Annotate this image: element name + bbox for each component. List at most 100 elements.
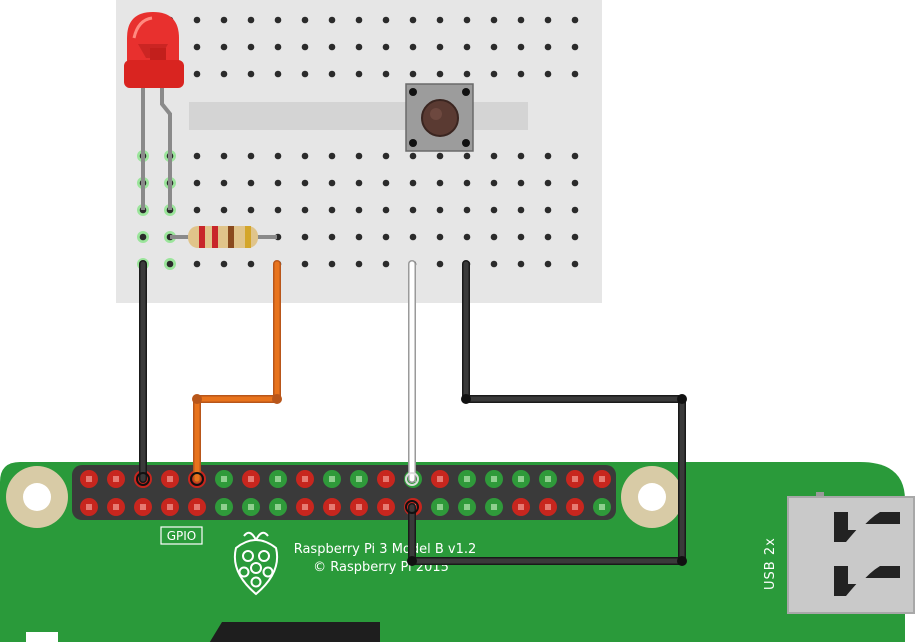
header-pin xyxy=(464,476,470,482)
header-pin xyxy=(275,476,281,482)
breadboard-hole xyxy=(490,43,498,51)
breadboard-hole xyxy=(328,43,336,51)
breadboard-hole xyxy=(247,152,255,160)
breadboard-hole xyxy=(301,16,309,24)
breadboard-hole xyxy=(517,179,525,187)
header-pin xyxy=(248,476,254,482)
header-pin xyxy=(194,504,200,510)
breadboard-hole xyxy=(355,70,363,78)
breadboard-hole xyxy=(436,206,444,214)
breadboard-hole xyxy=(301,70,309,78)
breadboard-hole xyxy=(274,43,282,51)
breadboard-hole xyxy=(328,16,336,24)
breadboard-hole xyxy=(193,43,201,51)
breadboard-hole xyxy=(409,152,417,160)
board-model-label: Raspberry Pi 3 Model B v1.2 xyxy=(294,542,477,557)
header-pin xyxy=(437,476,443,482)
breadboard-hole xyxy=(409,70,417,78)
breadboard-hole xyxy=(220,179,228,187)
header-pin xyxy=(221,504,227,510)
breadboard-hole xyxy=(463,233,471,241)
breadboard-hole xyxy=(382,206,390,214)
breadboard-hole xyxy=(274,179,282,187)
breadboard-hole xyxy=(490,260,498,268)
breadboard-hole xyxy=(571,179,579,187)
breadboard-hole xyxy=(571,206,579,214)
breadboard-hole xyxy=(490,179,498,187)
header-pin xyxy=(167,476,173,482)
breadboard-hole xyxy=(328,152,336,160)
header-pin xyxy=(86,504,92,510)
breadboard-hole xyxy=(517,233,525,241)
breadboard-hole xyxy=(301,260,309,268)
breadboard-hole xyxy=(490,233,498,241)
header-pin xyxy=(113,504,119,510)
led-icon xyxy=(124,12,184,210)
breadboard-hole xyxy=(571,152,579,160)
breadboard-hole xyxy=(409,179,417,187)
breadboard-hole xyxy=(544,16,552,24)
breadboard-hole xyxy=(355,179,363,187)
breadboard-hole xyxy=(436,233,444,241)
header-pin xyxy=(545,476,551,482)
header-pin xyxy=(572,476,578,482)
breadboard-hole xyxy=(247,206,255,214)
breadboard-hole xyxy=(517,70,525,78)
breadboard-hole xyxy=(571,16,579,24)
breadboard-hole xyxy=(328,233,336,241)
breadboard-hole xyxy=(571,260,579,268)
breadboard-hole xyxy=(382,179,390,187)
header-pin xyxy=(383,476,389,482)
usb-connector xyxy=(787,492,915,614)
breadboard-hole xyxy=(382,70,390,78)
breadboard-hole xyxy=(382,16,390,24)
breadboard-hole xyxy=(220,70,228,78)
header-pin xyxy=(572,504,578,510)
breadboard-hole xyxy=(544,233,552,241)
breadboard-hole xyxy=(220,43,228,51)
breadboard-hole xyxy=(274,206,282,214)
gpio-label: GPIO xyxy=(167,529,197,543)
breadboard-hole xyxy=(220,260,228,268)
breadboard-hole xyxy=(517,16,525,24)
breadboard-hole xyxy=(193,179,201,187)
breadboard-hole xyxy=(463,70,471,78)
breadboard-hole xyxy=(301,206,309,214)
breadboard-hole xyxy=(544,43,552,51)
breadboard-center-channel xyxy=(189,102,528,130)
breadboard-hole xyxy=(490,152,498,160)
header-pin xyxy=(86,476,92,482)
header-pin xyxy=(167,504,173,510)
header-pin xyxy=(248,504,254,510)
breadboard-hole xyxy=(274,16,282,24)
breadboard-hole xyxy=(355,233,363,241)
header-pin xyxy=(221,476,227,482)
breadboard-hole xyxy=(382,260,390,268)
breadboard-hole xyxy=(436,260,444,268)
breadboard-hole xyxy=(274,70,282,78)
header-pin xyxy=(356,504,362,510)
breadboard-hole xyxy=(355,43,363,51)
breadboard-hole xyxy=(436,70,444,78)
bottom-chip xyxy=(209,622,380,642)
breadboard-hole xyxy=(328,179,336,187)
breadboard-hole xyxy=(355,260,363,268)
breadboard-hole xyxy=(544,152,552,160)
breadboard-hole xyxy=(490,16,498,24)
gpio-label-box xyxy=(160,526,203,545)
breadboard-hole xyxy=(193,152,201,160)
raspberry-pi-board: GPIO Raspberry Pi 3 Model B v1.2 © Raspb… xyxy=(0,462,915,642)
breadboard-hole xyxy=(409,16,417,24)
breadboard-hole xyxy=(436,43,444,51)
header-pin xyxy=(302,476,308,482)
breadboard-hole xyxy=(139,233,147,241)
breadboard-hole xyxy=(247,70,255,78)
header-pin xyxy=(113,476,119,482)
breadboard-hole xyxy=(382,152,390,160)
breadboard-hole xyxy=(571,233,579,241)
breadboard-hole xyxy=(409,233,417,241)
header-pin xyxy=(302,504,308,510)
breadboard-hole xyxy=(436,152,444,160)
breadboard-hole xyxy=(328,260,336,268)
breadboard-hole xyxy=(409,43,417,51)
